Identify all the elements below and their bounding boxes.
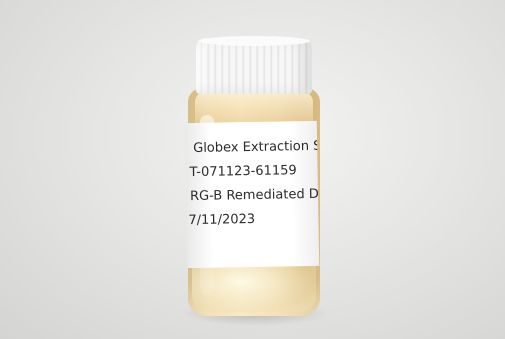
- label-sample-id: T-071123-61159: [189, 163, 297, 181]
- vial-cap: [196, 38, 312, 94]
- vial-cap-top: [198, 36, 310, 46]
- label-company: Globex Extraction Se: [193, 138, 320, 157]
- label-date: 7/11/2023: [188, 211, 256, 229]
- vial-label: Globex Extraction Se T-071123-61159 RG-B…: [184, 120, 320, 269]
- label-description: RG-B Remediated Dist: [189, 186, 320, 205]
